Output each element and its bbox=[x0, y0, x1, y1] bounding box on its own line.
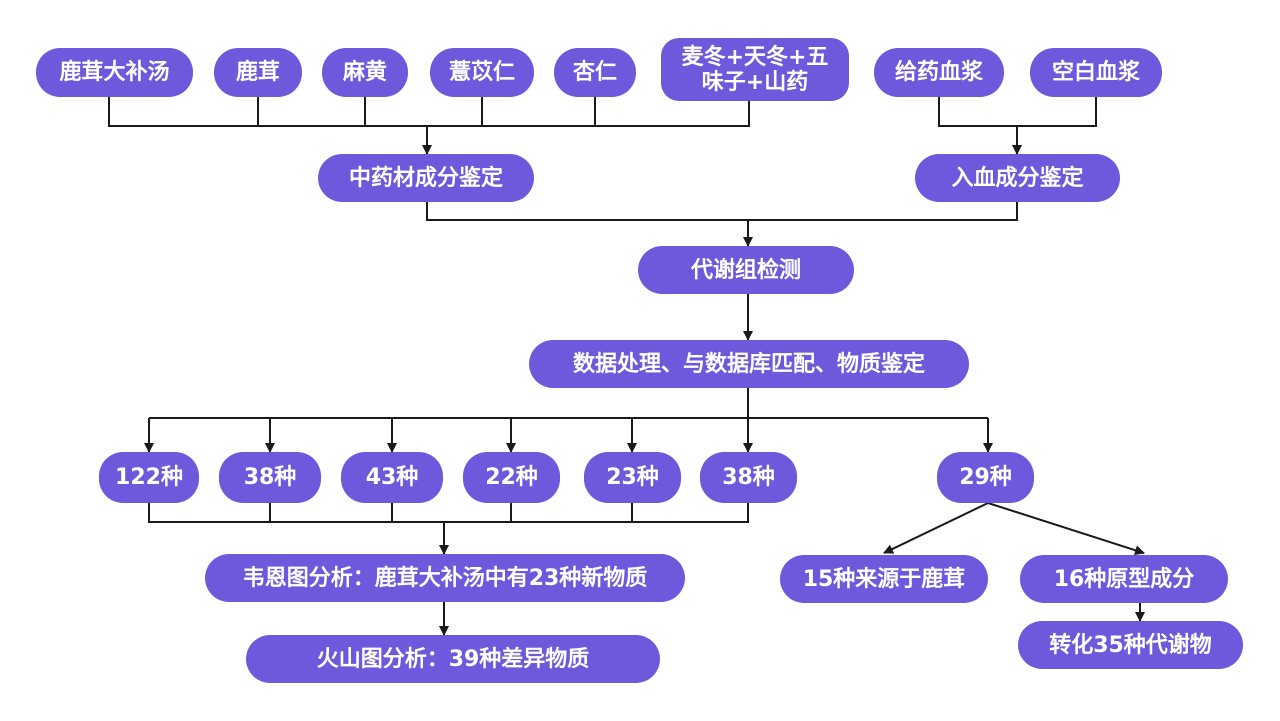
node-maidong: 麦冬+天冬+五 味子+山药 bbox=[661, 38, 849, 101]
node-zhongyao: 中药材成分鉴定 bbox=[318, 154, 534, 202]
node-n43: 43种 bbox=[341, 452, 443, 503]
node-geiyao: 给药血浆 bbox=[874, 48, 1004, 97]
node-n38b: 38种 bbox=[700, 452, 797, 503]
node-daixie: 代谢组检测 bbox=[638, 246, 854, 294]
connector-identify-merge bbox=[426, 202, 1018, 221]
node-shuju: 数据处理、与数据库匹配、物质鉴定 bbox=[529, 340, 969, 388]
node-yuanxing: 16种原型成分 bbox=[1020, 555, 1228, 603]
connector-plasma-merge bbox=[938, 97, 1097, 127]
node-huoshan: 火山图分析：39种差异物质 bbox=[246, 635, 660, 683]
node-kongbai: 空白血浆 bbox=[1030, 48, 1162, 97]
arrow-to-yuanxing bbox=[987, 502, 1145, 556]
node-n122: 122种 bbox=[99, 452, 199, 503]
node-n38a: 38种 bbox=[219, 452, 321, 503]
node-xingren: 杏仁 bbox=[554, 48, 636, 97]
node-n23: 23种 bbox=[584, 452, 681, 503]
node-laiyuan: 15种来源于鹿茸 bbox=[780, 555, 988, 603]
arrow-to-laiyuan bbox=[883, 502, 989, 554]
node-ruxue: 入血成分鉴定 bbox=[915, 154, 1120, 202]
node-lurong: 鹿茸 bbox=[214, 48, 302, 97]
node-n29: 29种 bbox=[937, 452, 1034, 503]
connector-herbs-merge bbox=[108, 97, 750, 127]
node-zhuanhua: 转化35种代谢物 bbox=[1018, 621, 1243, 669]
node-ludazhi: 鹿茸大补汤 bbox=[36, 48, 193, 97]
node-mahuang: 麻黄 bbox=[322, 48, 408, 97]
node-n22: 22种 bbox=[463, 452, 560, 503]
node-yiyiren: 薏苡仁 bbox=[430, 48, 534, 97]
node-weien: 韦恩图分析：鹿茸大补汤中有23种新物质 bbox=[205, 554, 685, 602]
connector-counts-merge bbox=[148, 503, 749, 523]
